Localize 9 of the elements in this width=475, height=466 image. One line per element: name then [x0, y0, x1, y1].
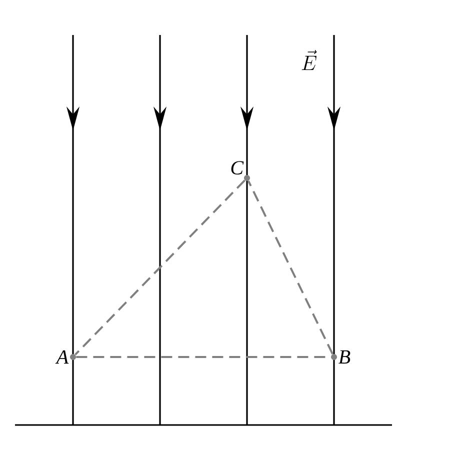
point: C — [231, 161, 250, 181]
node-label: A — [55, 350, 69, 364]
dashed-line — [74, 180, 246, 356]
node-label: B — [338, 350, 350, 364]
point: B — [331, 350, 350, 364]
point: A — [55, 350, 76, 364]
field-label: $\vec{E}$ — [302, 50, 317, 70]
dashed-line — [248, 180, 334, 355]
node-label: C — [231, 161, 244, 175]
